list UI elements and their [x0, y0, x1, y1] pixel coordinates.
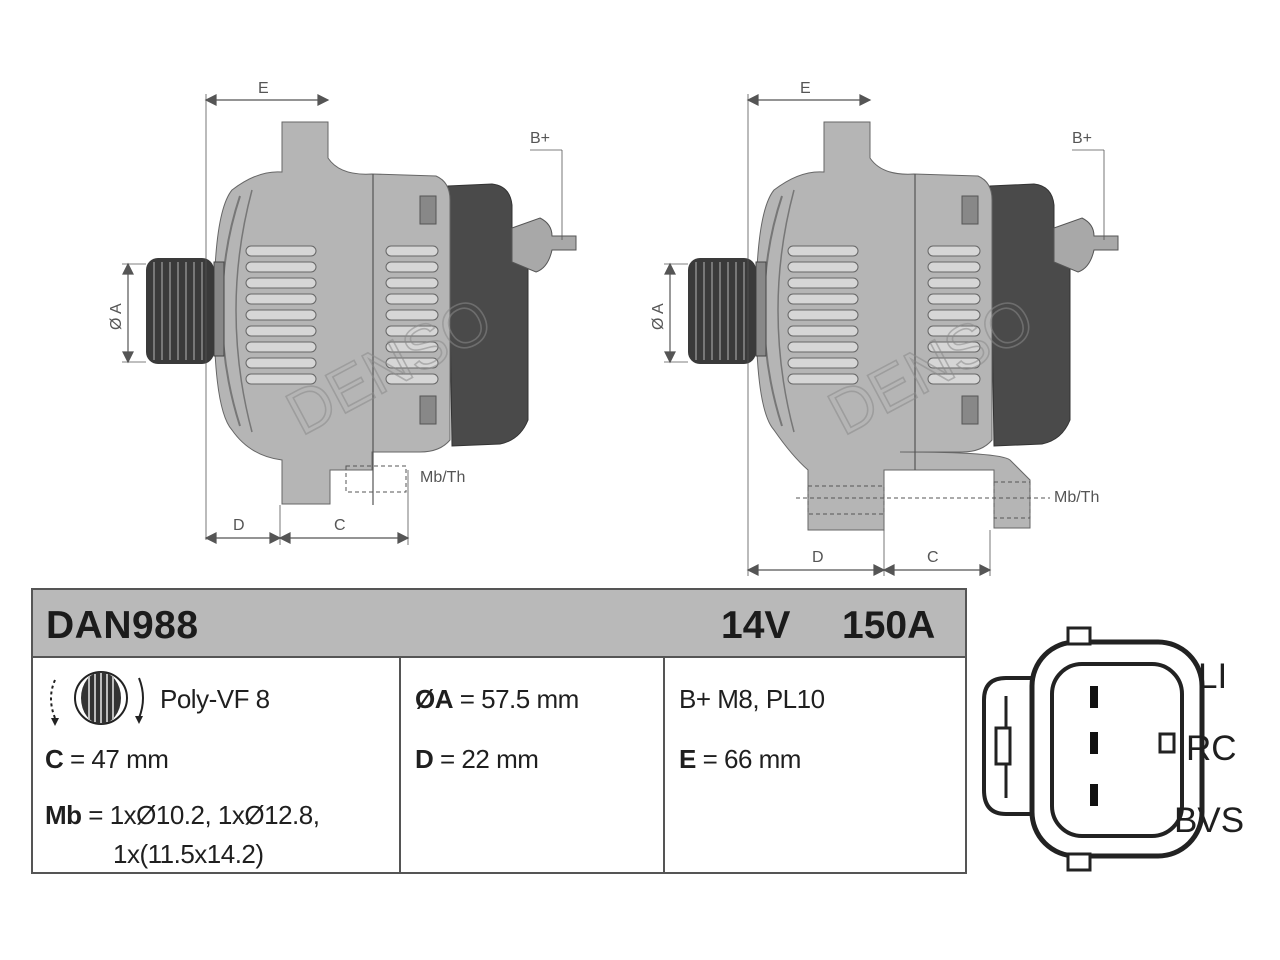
pin-label-li: LI — [1198, 657, 1227, 696]
spec-a-key: ØA — [415, 684, 454, 714]
dim-label-a-left: Ø A — [108, 303, 125, 330]
spec-d-key: D — [415, 744, 434, 774]
dim-label-a-right: Ø A — [650, 303, 667, 330]
connector-pin-rc — [1090, 732, 1098, 754]
dim-label-e-left: E — [258, 80, 269, 97]
spec-column-3: B+ M8, PL10 E = 66 mm — [665, 656, 967, 872]
spec-mb-value-2: 1x(11.5x14.2) — [113, 839, 264, 869]
dim-label-bplus-left: B+ — [530, 130, 550, 147]
spec-header: DAN988 14V 150A — [33, 590, 965, 658]
dim-label-mbth-left: Mb/Th — [420, 469, 465, 486]
connector-pin-li — [1090, 686, 1098, 708]
connector-pinout-diagram: LI RC BVS — [982, 626, 1244, 872]
spec-bplus-row: B+ M8, PL10 — [679, 684, 825, 714]
spec-d-value: = 22 mm — [440, 744, 539, 774]
spec-e-key: E — [679, 744, 696, 774]
pin-label-rc: RC — [1186, 729, 1237, 768]
pulley-rotation-icon — [50, 671, 144, 726]
spec-column-1: Poly-VF 8 C = 47 mm Mb = 1xØ10.2, 1xØ12.… — [33, 656, 401, 872]
dim-label-e-right: E — [800, 80, 811, 97]
pin-label-bvs: BVS — [1174, 801, 1244, 840]
spec-c-key: C — [45, 744, 64, 774]
alternator-view-left: DENSO E D C Ø A B+ Mb/Th — [108, 80, 577, 545]
spec-a-value: = 57.5 mm — [459, 684, 580, 714]
spec-mb-row: Mb = 1xØ10.2, 1xØ12.8, — [45, 800, 320, 831]
pulley-right — [688, 258, 767, 364]
dim-label-d-left: D — [233, 517, 245, 534]
spec-d-row: D = 22 mm — [415, 744, 539, 775]
spec-mb-key: Mb — [45, 800, 82, 830]
alternator-technical-drawing: DENSO E D C Ø A B+ Mb/Th — [108, 80, 1119, 576]
voltage-rating: 14V — [721, 604, 791, 647]
spec-e-row: E = 66 mm — [679, 744, 801, 775]
dim-label-d-right: D — [812, 549, 824, 566]
spec-c-row: C = 47 mm — [45, 744, 169, 775]
model-number: DAN988 — [46, 604, 199, 647]
dim-label-c-right: C — [927, 549, 939, 566]
dim-label-bplus-right: B+ — [1072, 130, 1092, 147]
dim-label-mbth-right: Mb/Th — [1054, 489, 1099, 506]
amperage-rating: 150A — [842, 604, 936, 647]
pulley-left — [146, 258, 225, 364]
spec-a-row: ØA = 57.5 mm — [415, 684, 579, 715]
connector-pin-bvs — [1090, 784, 1098, 806]
spec-e-value: = 66 mm — [702, 744, 802, 774]
spec-column-2: ØA = 57.5 mm D = 22 mm — [401, 656, 665, 872]
spec-table: DAN988 14V 150A Poly-VF 8 C = 47 mm Mb =… — [31, 588, 967, 874]
dim-label-c-left: C — [334, 517, 346, 534]
spec-mb-value: = 1xØ10.2, 1xØ12.8, — [88, 800, 320, 830]
spec-c-value: = 47 mm — [70, 744, 169, 774]
alternator-view-right: DENSO E D C Ø A B+ Mb/Th — [650, 80, 1119, 576]
pulley-type: Poly-VF 8 — [160, 684, 270, 714]
